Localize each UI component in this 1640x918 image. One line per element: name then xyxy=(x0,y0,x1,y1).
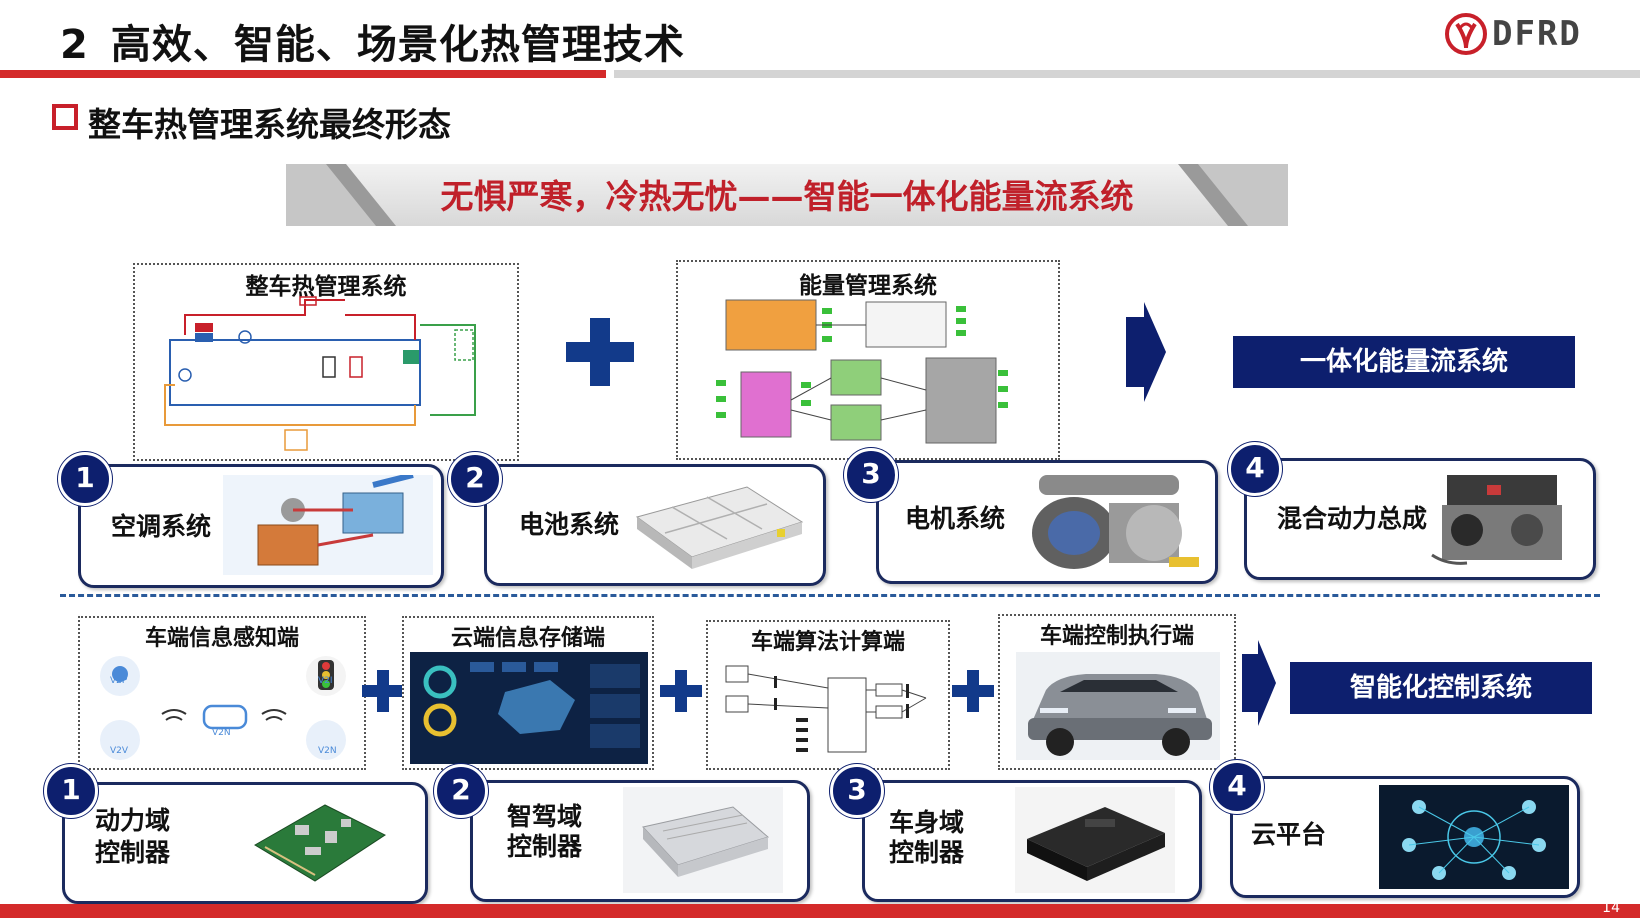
thermal-schematic-diagram xyxy=(164,296,476,451)
card-motor-system: 电机系统 xyxy=(876,460,1218,584)
arrow-right-icon xyxy=(1242,640,1276,726)
energy-management-panel: 能量管理系统 xyxy=(676,260,1060,460)
badge-4: 4 xyxy=(1210,760,1264,814)
plus-icon xyxy=(660,670,702,712)
panel-title: 云端信息存储端 xyxy=(450,626,605,651)
panel-title: 车端控制执行端 xyxy=(1039,624,1194,649)
control-execution-panel: 车端控制执行端 xyxy=(998,614,1236,770)
electric-motor-image xyxy=(1032,475,1199,569)
header-bar-gray xyxy=(614,70,1640,78)
card-ac-system: 空调系统 xyxy=(78,464,444,588)
card-label-line2: 控制器 xyxy=(95,838,171,867)
badge-1: 1 xyxy=(44,764,98,818)
thermal-management-panel: 整车热管理系统 xyxy=(133,263,519,461)
v2x-label: V2I xyxy=(318,676,333,686)
algorithm-compute-panel: 车端算法计算端 xyxy=(706,620,950,770)
card-label-line1: 云平台 xyxy=(1251,820,1327,849)
panel-title: 车端信息感知端 xyxy=(144,626,299,651)
card-label-line2: 控制器 xyxy=(889,838,965,867)
card-hybrid-powertrain: 混合动力总成 xyxy=(1244,458,1596,580)
v2x-label: V2P xyxy=(110,676,128,686)
battery-pack-image xyxy=(635,486,804,569)
circuit-board-image xyxy=(254,804,387,882)
badge-3: 3 xyxy=(830,764,884,818)
card-cloud-platform: 云平台 xyxy=(1230,776,1580,898)
footer-bar xyxy=(0,904,1640,918)
panel-title: 能量管理系统 xyxy=(799,273,937,299)
v2x-label: V2N xyxy=(318,746,337,756)
section-subtitle: 整车热管理系统最终形态 xyxy=(88,105,451,144)
v2x-label: V2N xyxy=(212,728,231,738)
plus-icon xyxy=(362,670,404,712)
hybrid-engine-image xyxy=(1431,475,1562,565)
card-body-controller: 车身域 控制器 xyxy=(862,780,1202,902)
card-label-line1: 动力域 xyxy=(95,806,171,835)
plus-icon xyxy=(566,318,634,386)
energy-model-diagram xyxy=(716,299,1008,444)
arrow-right-icon xyxy=(1126,302,1166,402)
badge-2: 2 xyxy=(434,764,488,818)
card-label: 空调系统 xyxy=(111,512,212,541)
card-label: 电池系统 xyxy=(519,510,620,539)
section-divider xyxy=(60,594,1600,597)
card-battery-system: 电池系统 xyxy=(484,464,826,586)
v2x-label: V2V xyxy=(110,746,129,756)
adas-controller-image xyxy=(623,787,783,893)
card-label: 电机系统 xyxy=(905,504,1006,533)
integrated-energy-flow-label: 一体化能量流系统 xyxy=(1233,336,1575,388)
cloud-dashboard-image xyxy=(410,652,648,764)
badge-4: 4 xyxy=(1228,442,1282,496)
plus-icon xyxy=(952,670,994,712)
card-label: 混合动力总成 xyxy=(1277,504,1428,533)
suv-vehicle-image xyxy=(1016,652,1220,760)
badge-1: 1 xyxy=(58,452,112,506)
card-label-line1: 车身域 xyxy=(889,808,965,837)
cloud-storage-panel: 云端信息存储端 xyxy=(402,616,654,770)
header-bar-red xyxy=(0,70,606,78)
page-number: 14 xyxy=(1602,900,1620,916)
card-adas-controller: 智驾域 控制器 xyxy=(470,780,810,902)
body-controller-image xyxy=(1015,787,1175,893)
v2x-diagram xyxy=(100,656,346,760)
dfrd-logo-icon xyxy=(1445,13,1487,55)
intelligent-control-label: 智能化控制系统 xyxy=(1290,662,1592,714)
badge-2: 2 xyxy=(448,452,502,506)
ac-system-image xyxy=(223,475,433,575)
banner-shape xyxy=(286,164,1288,226)
card-label-line2: 控制器 xyxy=(507,832,583,861)
cloud-platform-image xyxy=(1379,785,1569,889)
card-label-line1: 智驾域 xyxy=(507,802,583,831)
banner-text: 无惧严寒，冷热无忧——智能一体化能量流系统 xyxy=(440,177,1134,216)
panel-title: 车端算法计算端 xyxy=(750,630,905,655)
badge-3: 3 xyxy=(844,448,898,502)
panel-title: 整车热管理系统 xyxy=(245,274,407,300)
vehicle-perception-panel: 车端信息感知端 V2P V2I V2N V2V V2N xyxy=(78,616,366,770)
algorithm-block-diagram xyxy=(725,665,927,753)
bullet-square-icon xyxy=(52,104,78,130)
card-powertrain-controller: 动力域 控制器 xyxy=(62,782,428,904)
logo-text: DFRD xyxy=(1492,14,1582,54)
